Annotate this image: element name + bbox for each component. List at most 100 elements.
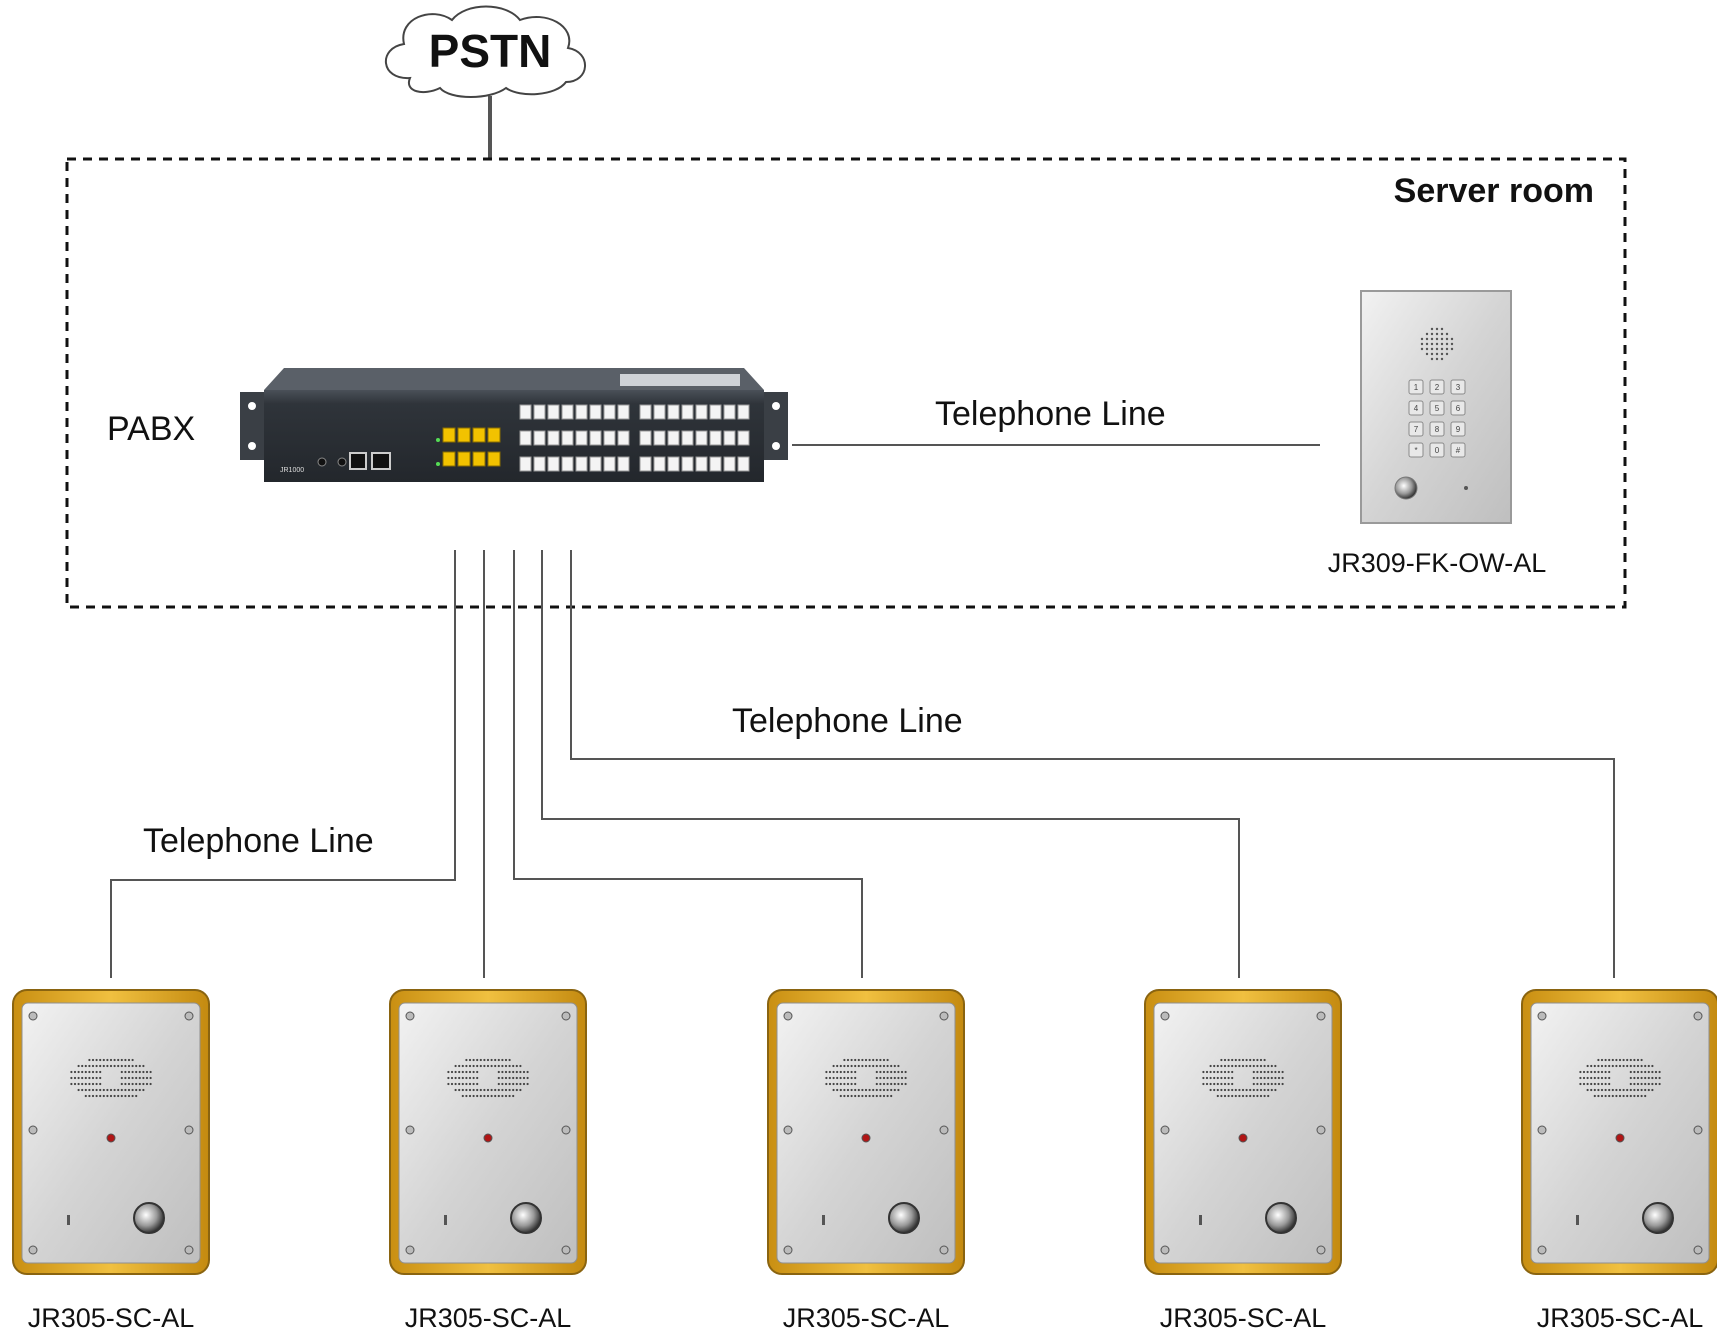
keypad-key	[1429, 421, 1445, 437]
screw-icon	[1316, 1011, 1326, 1021]
line-to-intercom-4	[541, 550, 1240, 978]
extension-port	[589, 456, 602, 472]
intercom-label: JR305-SC-AL	[1537, 1303, 1704, 1333]
microphone-icon	[444, 1215, 447, 1225]
keypad-key	[1408, 400, 1424, 416]
extension-port	[723, 430, 736, 446]
screw-icon	[783, 1011, 793, 1021]
trunk-port	[487, 451, 501, 467]
extension-port	[667, 430, 680, 446]
keypad-key-label: 2	[1435, 383, 1440, 392]
extension-port	[723, 456, 736, 472]
extension-port	[547, 430, 560, 446]
screw-icon	[561, 1125, 571, 1135]
extension-port	[639, 456, 652, 472]
screw-icon	[184, 1125, 194, 1135]
extension-port	[617, 430, 630, 446]
call-button-icon	[1265, 1202, 1297, 1234]
keypad-key-label: 0	[1435, 446, 1440, 455]
extension-port	[533, 404, 546, 420]
trunk-port	[457, 451, 471, 467]
intercom-label: JR305-SC-AL	[28, 1303, 195, 1333]
mid-telephone-line-label: Telephone Line	[732, 702, 963, 740]
extension-port	[561, 430, 574, 446]
microphone-icon	[822, 1215, 825, 1225]
speaker-grille-icon	[1202, 1058, 1284, 1098]
screw-icon	[1537, 1245, 1547, 1255]
extension-port	[575, 430, 588, 446]
screw-icon	[1160, 1011, 1170, 1021]
screw-icon	[28, 1125, 38, 1135]
keypad-key-label: 6	[1456, 404, 1461, 413]
extension-port	[695, 430, 708, 446]
intercom-jr305	[1521, 989, 1717, 1275]
call-button-icon	[510, 1202, 542, 1234]
microphone-icon	[67, 1215, 70, 1225]
extension-port	[709, 456, 722, 472]
keypad-key-label: 3	[1456, 383, 1461, 392]
extension-port	[519, 456, 532, 472]
keypad-key	[1408, 379, 1424, 395]
screw-icon	[783, 1245, 793, 1255]
extension-port	[589, 430, 602, 446]
extension-port	[709, 404, 722, 420]
pabx-unit: JR1000	[240, 368, 788, 482]
extension-port	[667, 456, 680, 472]
pstn-label: PSTN	[429, 25, 552, 77]
call-button-icon	[1394, 476, 1418, 500]
keypad-key	[1408, 442, 1424, 458]
intercom-label: JR305-SC-AL	[783, 1303, 950, 1333]
extension-port	[603, 430, 616, 446]
intercom-label: JR305-SC-AL	[405, 1303, 572, 1333]
extension-port	[639, 404, 652, 420]
extension-port	[737, 404, 750, 420]
trunk-port	[472, 451, 486, 467]
extension-port	[709, 430, 722, 446]
screw-icon	[1693, 1245, 1703, 1255]
screw-icon	[184, 1245, 194, 1255]
extension-port	[681, 404, 694, 420]
keypad-key	[1429, 442, 1445, 458]
speaker-grille-icon	[1420, 327, 1454, 361]
extension-port	[695, 404, 708, 420]
speaker-grille-icon	[1579, 1058, 1661, 1098]
intercom-jr305	[12, 989, 210, 1275]
keypad-key	[1429, 379, 1445, 395]
keypad-key-label: 4	[1414, 404, 1419, 413]
keypad-key-label: 7	[1414, 425, 1419, 434]
extension-port	[737, 456, 750, 472]
microphone-icon	[1576, 1215, 1579, 1225]
screw-icon	[1537, 1011, 1547, 1021]
extension-port	[681, 430, 694, 446]
extension-port	[533, 456, 546, 472]
microphone-icon	[1464, 486, 1468, 490]
extension-port	[547, 456, 560, 472]
wall-phone-label: JR309-FK-OW-AL	[1328, 548, 1547, 578]
screw-icon	[1160, 1245, 1170, 1255]
extension-port	[519, 430, 532, 446]
server-room-boundary	[65, 157, 1627, 609]
speaker-grille-icon	[70, 1058, 152, 1098]
extension-port	[561, 404, 574, 420]
extension-port	[547, 404, 560, 420]
extension-port	[667, 404, 680, 420]
pstn-cloud: PSTN	[385, 5, 586, 98]
extension-port	[653, 404, 666, 420]
screw-icon	[561, 1011, 571, 1021]
extension-port	[575, 456, 588, 472]
intercom-jr305	[389, 989, 587, 1275]
screw-icon	[28, 1011, 38, 1021]
extension-port	[561, 456, 574, 472]
keypad-key-label: 8	[1435, 425, 1440, 434]
call-button-icon	[1642, 1202, 1674, 1234]
indicator-led-icon	[106, 1133, 116, 1143]
extension-port	[603, 456, 616, 472]
keypad-key-label: 1	[1414, 383, 1419, 392]
keypad-key-label: *	[1414, 446, 1417, 455]
extension-port	[533, 430, 546, 446]
extension-port	[575, 404, 588, 420]
indicator-led-icon	[483, 1133, 493, 1143]
pabx-model-label: JR1000	[280, 467, 304, 474]
